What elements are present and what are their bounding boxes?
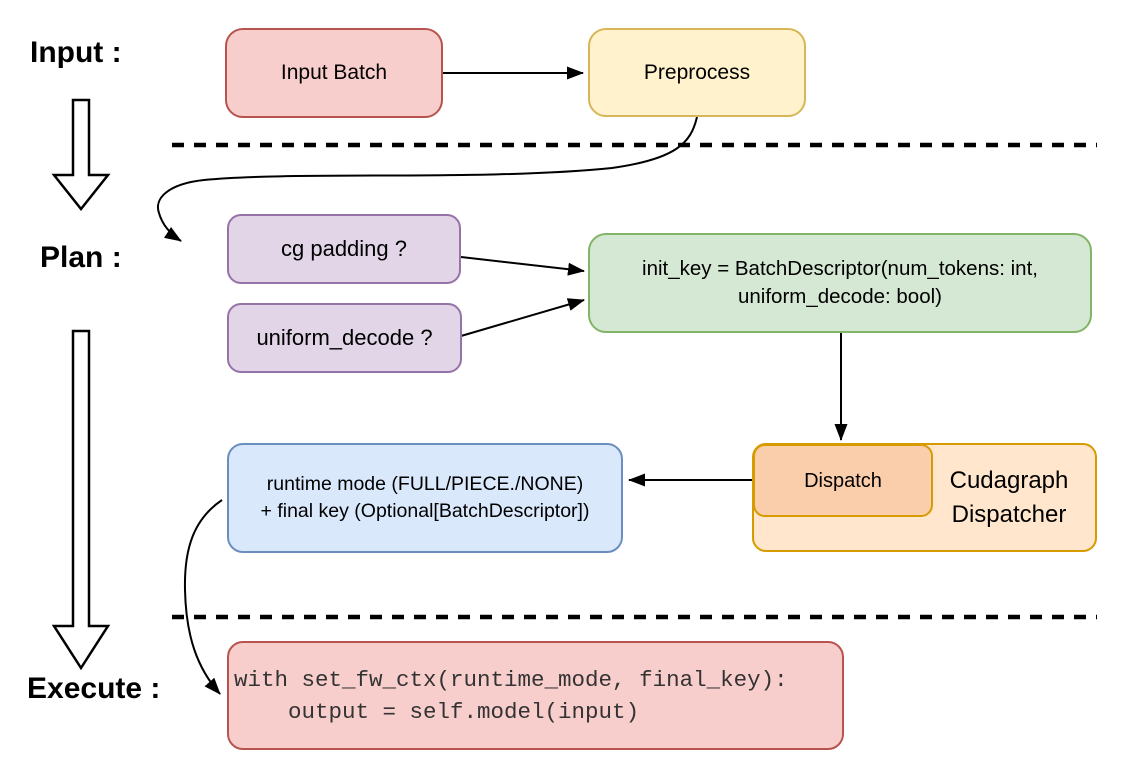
execute-code-line2: output = self.model(input) — [234, 698, 640, 725]
runtime-mode-line1: runtime mode (FULL/PIECE./NONE) — [266, 473, 584, 495]
init-key-line1: init_key = BatchDescriptor(num_tokens: i… — [642, 257, 1038, 280]
uniform-decode-label: uniform_decode ? — [256, 324, 433, 350]
cudagraph-dispatcher-label: Cudagraph Dispatcher — [923, 445, 1095, 550]
runtime-mode-line2: + final key (Optional[BatchDescriptor]) — [260, 500, 590, 522]
plan-stage-arrow-icon — [51, 329, 111, 671]
preprocess-label: Preprocess — [643, 60, 751, 84]
arrow-runtime-mode-to-execute-code — [183, 499, 223, 695]
arrow-cg-padding-to-init-key — [460, 256, 585, 276]
plan-stage-label: Plan : — [40, 241, 122, 274]
arrow-uniform-decode-to-init-key — [460, 298, 585, 337]
uniform-decode-node: uniform_decode ? — [227, 303, 462, 373]
runtime-mode-node: runtime mode (FULL/PIECE./NONE) + final … — [227, 443, 623, 553]
dispatch-label: Dispatch — [804, 469, 882, 492]
cg-padding-node: cg padding ? — [227, 214, 461, 284]
cg-padding-label: cg padding ? — [281, 235, 407, 261]
init-key-node: init_key = BatchDescriptor(num_tokens: i… — [588, 233, 1092, 333]
cudagraph-dispatcher-line1: Cudagraph — [949, 466, 1069, 494]
execute-code-line1: with set_fw_ctx(runtime_mode, final_key)… — [234, 666, 788, 693]
preprocess-node: Preprocess — [588, 28, 806, 117]
input-stage-arrow-icon — [51, 98, 111, 212]
input-batch-node: Input Batch — [225, 28, 443, 118]
input-stage-label: Input : — [30, 36, 122, 69]
execute-stage-label: Execute : — [27, 672, 161, 705]
execute-code-node: with set_fw_ctx(runtime_mode, final_key)… — [227, 641, 844, 750]
cudagraph-dispatcher-line2: Dispatcher — [951, 500, 1067, 528]
init-key-line2: uniform_decode: bool) — [738, 285, 942, 308]
dispatch-node: Dispatch — [753, 444, 933, 517]
input-batch-label: Input Batch — [280, 61, 388, 85]
